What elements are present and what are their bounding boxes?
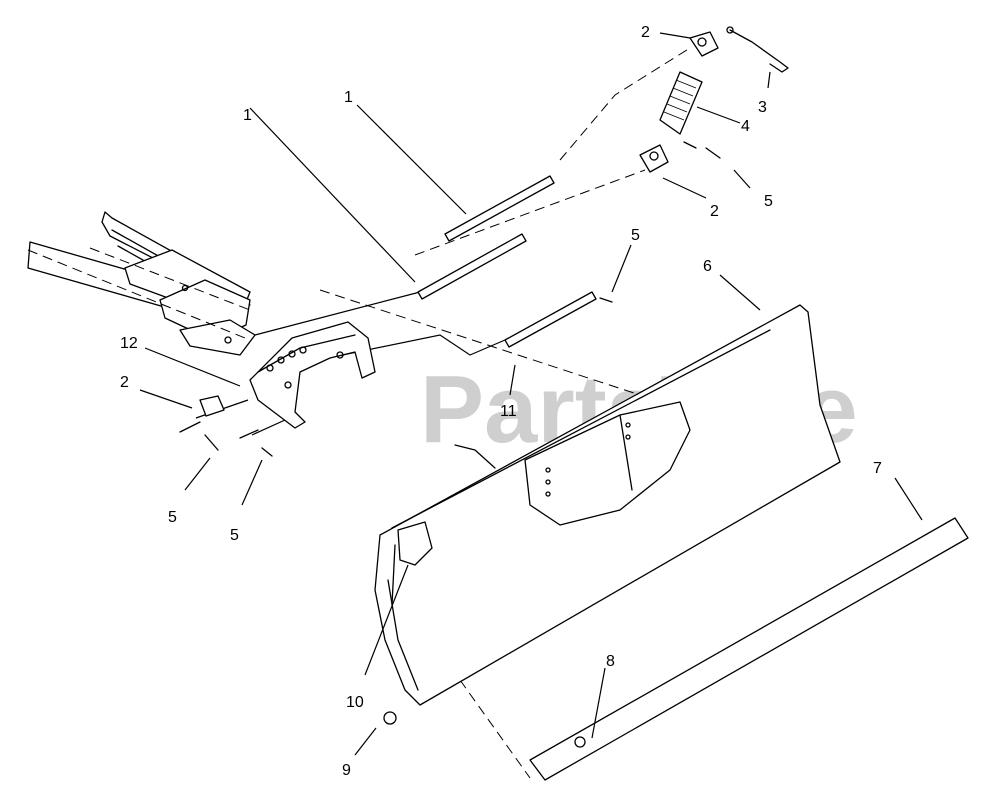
- callout-8: 8: [606, 653, 615, 670]
- clevis-pins: [179, 297, 613, 469]
- pivot-pins: [417, 175, 597, 348]
- callout-7: 7: [873, 460, 882, 477]
- callout-11: 11: [500, 403, 517, 420]
- callout-2a: 2: [641, 24, 650, 41]
- wear-strip: [529, 517, 969, 781]
- callout-2b: 2: [710, 203, 719, 220]
- callout-2c: 2: [120, 374, 129, 391]
- hinge-bracket: [249, 321, 376, 429]
- callout-4: 4: [741, 118, 750, 135]
- leader-lines: [139, 32, 923, 756]
- callout-10: 10: [346, 694, 364, 711]
- callouts: 1 1 2 2 2 3 4 5 5 5 5 6 7 8 9 10 11 12: [120, 24, 882, 779]
- callout-5a: 5: [764, 193, 773, 210]
- callout-5c: 5: [168, 509, 177, 526]
- callout-1a: 1: [243, 107, 252, 124]
- plow-blade: [374, 304, 841, 706]
- callout-9: 9: [342, 762, 351, 779]
- spring-assembly: [639, 26, 789, 173]
- callout-1b: 1: [344, 89, 353, 106]
- nut: [383, 711, 397, 725]
- alignment-lines: [27, 47, 691, 779]
- mount-frame: [27, 211, 256, 356]
- callout-5b: 5: [631, 227, 640, 244]
- callout-3: 3: [758, 99, 767, 116]
- callout-5d: 5: [230, 527, 239, 544]
- callout-6: 6: [703, 258, 712, 275]
- callout-12: 12: [120, 335, 138, 352]
